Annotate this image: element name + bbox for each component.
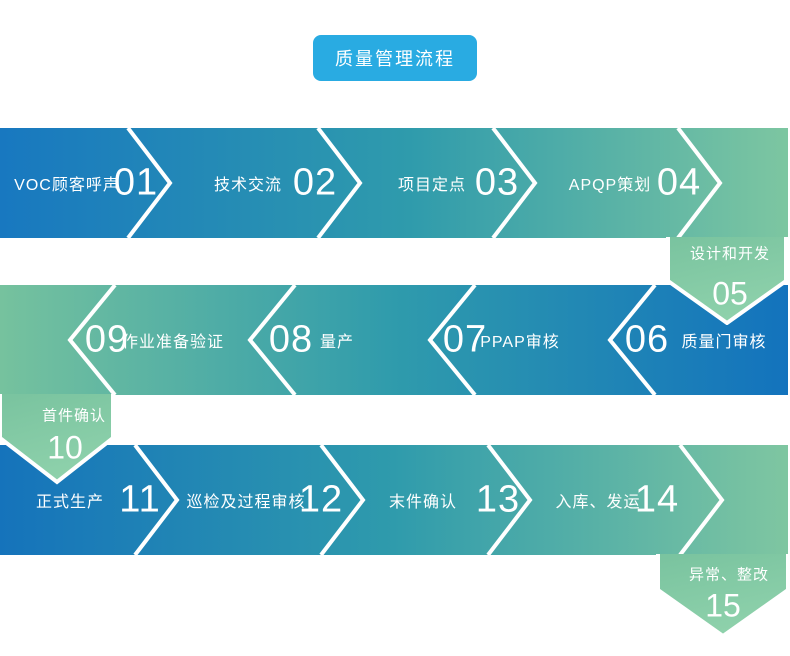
- chevron-left-separators-icon: [67, 285, 657, 395]
- step-05-label: 设计和开发: [689, 245, 771, 263]
- step-09-number: 09: [84, 318, 130, 361]
- step-04-number: 04: [656, 161, 702, 204]
- chevron-right-separators-icon: [126, 128, 723, 238]
- step-15-label: 异常、整改: [688, 566, 770, 584]
- connector-10-down-arrow-icon: [0, 394, 115, 485]
- step-05-number: 05: [712, 275, 748, 312]
- step-14-label: 入库、发运: [555, 494, 641, 511]
- connector-15-down-arrow-icon: [656, 554, 790, 639]
- chevron-right-separators-icon: [133, 445, 725, 555]
- step-12-number: 12: [298, 478, 344, 521]
- step-06-label: 质量门审核: [681, 334, 767, 351]
- step-09-label: 作业准备验证: [121, 334, 225, 351]
- page-title: 质量管理流程: [313, 35, 477, 81]
- step-01-number: 01: [113, 161, 159, 204]
- step-11-label: 正式生产: [35, 494, 105, 511]
- step-03-number: 03: [474, 161, 520, 204]
- step-08-number: 08: [268, 318, 314, 361]
- step-08-label: 量产: [319, 334, 355, 351]
- step-14-number: 14: [634, 478, 680, 521]
- step-15-number: 15: [705, 587, 741, 624]
- step-10-number: 10: [47, 429, 83, 466]
- step-02-number: 02: [292, 161, 338, 204]
- step-13-number: 13: [475, 478, 521, 521]
- step-10-label: 首件确认: [41, 407, 107, 425]
- step-04-label: APQP策划: [568, 177, 652, 194]
- step-02-label: 技术交流: [213, 177, 283, 194]
- step-06-number: 06: [624, 318, 670, 361]
- process-row-1: VOC顾客呼声 01 技术交流 02 项目定点 03 APQP策划 04: [0, 128, 788, 238]
- step-11-number: 11: [119, 478, 161, 521]
- process-row-3: 正式生产 11 巡检及过程审核 12 末件确认 13 入库、发运 14: [0, 445, 788, 555]
- step-03-label: 项目定点: [397, 177, 467, 194]
- step-07-label: PPAP审核: [480, 334, 560, 351]
- step-07-number: 07: [442, 318, 488, 361]
- connector-05-down-arrow-icon: [666, 237, 788, 325]
- step-01-label: VOC顾客呼声: [14, 177, 120, 194]
- process-row-2: 06 质量门审核 07 PPAP审核 08 量产 09 作业准备验证: [0, 285, 788, 395]
- step-13-label: 末件确认: [388, 494, 458, 511]
- step-12-label: 巡检及过程审核: [186, 494, 306, 511]
